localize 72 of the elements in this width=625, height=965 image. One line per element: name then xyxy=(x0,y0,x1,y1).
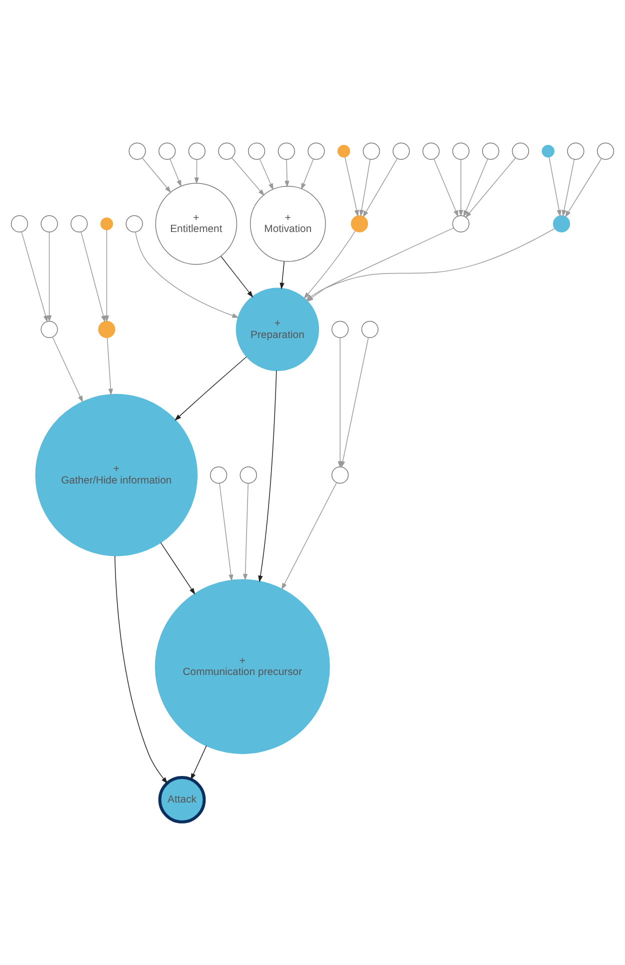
arrow xyxy=(135,232,239,318)
arrow xyxy=(304,230,356,299)
arrow xyxy=(564,158,602,218)
node-circle xyxy=(350,215,368,232)
arrow xyxy=(280,260,285,290)
node-circle xyxy=(596,142,614,160)
arrow xyxy=(170,158,182,187)
arrow xyxy=(194,159,200,184)
node-circle xyxy=(392,142,410,160)
node-circle xyxy=(542,144,554,158)
node-circle xyxy=(567,142,584,160)
arrow xyxy=(562,158,575,217)
node-circle xyxy=(128,142,146,160)
node-circle xyxy=(452,142,470,160)
arrow xyxy=(160,542,196,595)
node-circle xyxy=(482,142,500,160)
node-circle xyxy=(70,215,88,232)
node-circle: + Entitlement xyxy=(155,182,238,265)
arrow xyxy=(548,156,562,217)
arrow xyxy=(259,158,274,190)
node-circle xyxy=(452,215,470,232)
arrow xyxy=(104,230,110,322)
node-circle: + Preparation xyxy=(236,288,320,372)
node-circle xyxy=(512,142,530,160)
node-circle xyxy=(218,142,236,160)
node-circle xyxy=(248,142,266,160)
node-circle: + Communication precursor xyxy=(154,579,330,754)
node-circle xyxy=(158,142,176,160)
arrow xyxy=(242,483,249,581)
node-circle xyxy=(422,142,440,160)
node-circle xyxy=(98,320,116,338)
node-circle xyxy=(332,320,349,338)
arrow xyxy=(142,158,172,193)
node-circle xyxy=(40,215,58,232)
arrow xyxy=(458,159,464,217)
node-circle xyxy=(308,142,325,160)
arrow xyxy=(338,337,342,468)
arrow xyxy=(465,158,516,218)
arrow xyxy=(219,482,234,582)
arrow xyxy=(220,256,254,298)
arrow xyxy=(463,158,488,218)
node-circle xyxy=(361,320,378,338)
node-circle xyxy=(362,142,380,160)
arrow xyxy=(434,158,458,218)
node-circle: + Motivation xyxy=(250,186,326,262)
node-circle xyxy=(552,215,570,232)
arrow xyxy=(52,336,84,403)
arrow xyxy=(106,337,113,396)
node-circle xyxy=(40,320,58,338)
arrow xyxy=(190,745,207,780)
node-circle xyxy=(337,144,350,158)
node-circle xyxy=(240,466,257,484)
node-circle xyxy=(100,218,114,230)
arrow xyxy=(174,356,247,421)
arrow xyxy=(114,556,168,784)
arrow xyxy=(284,159,290,188)
node-circle xyxy=(210,466,228,484)
arrow xyxy=(359,159,370,217)
arrow xyxy=(80,232,106,322)
arrow xyxy=(344,156,359,217)
node-circle xyxy=(278,142,295,160)
arrow xyxy=(21,232,48,322)
node-circle xyxy=(10,215,28,232)
node-circle xyxy=(332,466,349,484)
arrow xyxy=(46,232,52,322)
arrow xyxy=(301,158,314,190)
arrow xyxy=(231,157,265,196)
node-circle xyxy=(126,215,143,232)
arrow xyxy=(258,370,277,582)
arrow xyxy=(362,158,398,218)
arrow xyxy=(281,482,337,590)
node-circle xyxy=(188,142,206,160)
